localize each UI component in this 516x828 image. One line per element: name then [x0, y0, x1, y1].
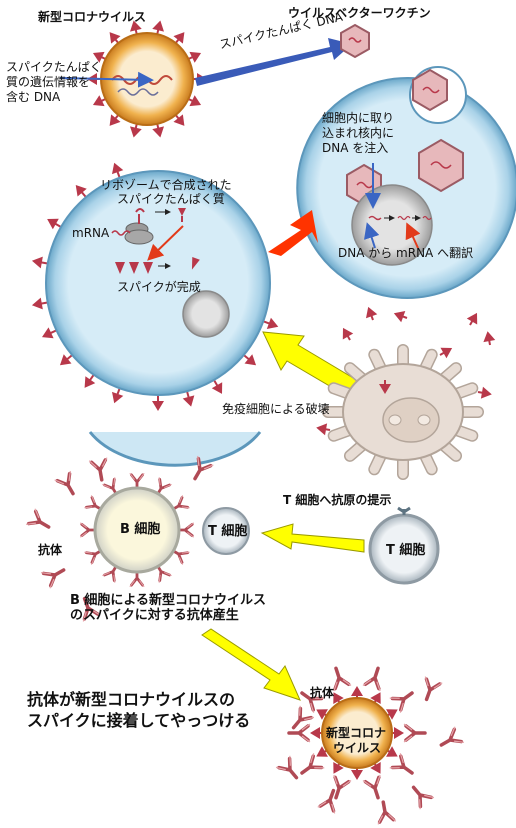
antibody-attack-line1: 抗体が新型コロナウイルスの [27, 690, 236, 709]
spike-complete-label: スパイクが完成 [117, 280, 201, 294]
antibody-icon [300, 691, 325, 713]
antibody-left-label: 抗体 [38, 543, 63, 557]
vaccine-virus-entering [412, 68, 448, 112]
coronavirus-bottom [287, 666, 427, 800]
inject-label-line3: DNA を注入 [322, 141, 389, 155]
antibody-icon [333, 774, 352, 800]
spike-dna-transfer-arrow [195, 38, 352, 86]
antibody-icon [333, 666, 352, 692]
spike-fragment-icon [379, 380, 391, 394]
antibody-icon [389, 753, 414, 775]
antibody-icon [287, 723, 311, 743]
antibody-icon [193, 455, 214, 481]
inject-label-line1: 細胞内に取り [322, 111, 395, 125]
tcell-present-label: T 細胞へ抗原の提示 [283, 493, 392, 507]
scattered-spikes [316, 306, 496, 436]
virus-bottom-label-line1: 新型コロナ [326, 726, 387, 740]
spike-fragment-icon [439, 347, 453, 359]
antibody-icon [317, 788, 336, 814]
t-cell-large-label: T 細胞 [386, 543, 426, 558]
gene-pointer-arrow [59, 71, 154, 88]
b-cell [25, 455, 214, 622]
antibody-production-line1: B 細胞による新型コロナウイルス [70, 593, 267, 608]
mrna-label: mRNA [72, 226, 110, 240]
antibody-icon [411, 785, 435, 810]
inject-label-line2: 込まれ核内に [322, 126, 395, 140]
antibody-icon [389, 691, 414, 713]
coronavirus-title: 新型コロナウイルス [38, 10, 147, 24]
antibody-icon [377, 800, 397, 825]
t-cell-large [368, 506, 440, 585]
antibody-icon [54, 470, 75, 496]
nucleus-left [182, 290, 230, 338]
transcribe-label: DNA から mRNA へ翻訳 [338, 246, 474, 260]
antibody-icon [25, 508, 51, 529]
t-cell-small [202, 507, 250, 555]
antibody-icon [82, 596, 101, 622]
spike-fragment-icon [365, 306, 378, 321]
host-cell-upper-right [296, 66, 516, 299]
antibody-icon [424, 676, 443, 702]
antibody-icon [300, 753, 325, 775]
spike-fragment-icon [483, 331, 496, 346]
antibody-icon [362, 666, 381, 692]
vector-vaccine-title: ウイルスベクターワクチン [288, 6, 431, 20]
coronavirus-top-spikes [87, 20, 207, 138]
antibody-icon [439, 726, 465, 747]
host-cell-left [31, 162, 279, 411]
antibody-icon [275, 755, 299, 780]
antibody-right-label: 抗体 [310, 686, 335, 700]
ribosome-label-line1: リボゾームで合成された [100, 178, 232, 192]
b-cell-label: B 細胞 [120, 522, 161, 537]
antibody-production-line2: のスパイクに対する抗体産生 [70, 608, 239, 623]
immune-cell [322, 344, 484, 480]
spike-fragment-icon [342, 327, 354, 341]
t-cell-small-label: T 細胞 [208, 524, 248, 539]
loose-antibodies [275, 676, 465, 825]
virus-bottom-label-line2: ウイルス [333, 741, 382, 755]
antibody-icon [403, 723, 427, 743]
yellow-arrow-tcell [260, 523, 365, 553]
spike-fragment-icon [466, 312, 478, 326]
antibody-icon [40, 568, 66, 589]
spike-fragment-icon [393, 310, 408, 323]
antibody-attack-line2: スパイクに接着してやっつける [27, 711, 251, 730]
spike-fragment-icon [316, 423, 331, 436]
immune-destroy-label: 免疫細胞による破壊 [222, 402, 330, 416]
vector-vaccine-virus [340, 23, 370, 59]
coronavirus-bottom-antibodies [287, 666, 427, 800]
ribosome-label-line2: スパイクたんぱく質 [117, 192, 225, 206]
antibody-icon [291, 705, 315, 730]
red-transition-arrow [268, 210, 318, 256]
antibody-icon [88, 457, 108, 482]
vaccine-virus-in-cell [418, 138, 464, 193]
spike-gene-label-line3: 含む DNA [6, 90, 61, 104]
antibody-icon [79, 522, 99, 538]
host-cell-bottom-arc [88, 431, 262, 467]
yellow-arrow-attack [201, 628, 301, 701]
spike-gene-label-line1: スパイクたんぱく [6, 60, 102, 74]
spike-gene-label-line2: 質の遺伝情報を [6, 75, 91, 89]
antibody-icon [362, 774, 381, 800]
spike-fragment-icon [477, 386, 492, 399]
